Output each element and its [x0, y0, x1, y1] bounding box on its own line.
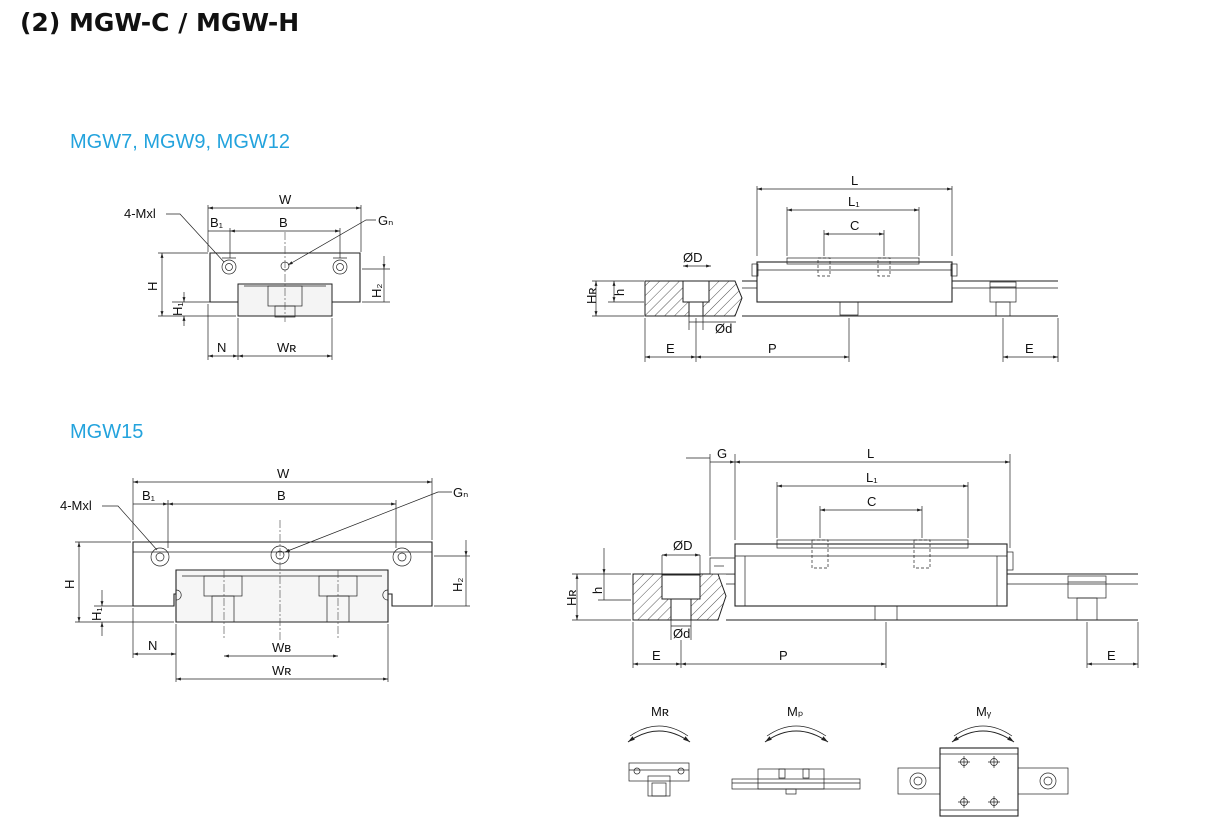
dim-P-large: P	[779, 648, 788, 663]
moment-MY-label: Mᵧ	[976, 704, 992, 719]
dim-WB: Wʙ	[272, 640, 291, 655]
dim-H: H	[145, 282, 160, 291]
dim-H1: H₁	[170, 302, 185, 316]
dim-L1-large: L₁	[866, 470, 878, 485]
dim-E-right-large: E	[1107, 648, 1116, 663]
dim-H2: H₂	[369, 284, 384, 298]
dim-phid: Ød	[715, 321, 732, 336]
moment-MP-icon	[731, 768, 861, 795]
dim-C: C	[850, 218, 859, 233]
dim-H-large: H	[62, 580, 77, 589]
dim-B1-large: B₁	[142, 488, 156, 503]
dim-H2-large: H₂	[450, 578, 465, 592]
dim-h-large: h	[590, 587, 605, 594]
large-side-view: G L L₁ C ØD Ød Hʀ h	[564, 446, 1139, 668]
dim-B: B	[279, 215, 288, 230]
dim-H1-large: H₁	[89, 607, 104, 621]
dim-h: h	[612, 289, 627, 296]
dim-W: W	[279, 192, 292, 207]
dim-B1: B₁	[210, 215, 224, 230]
moment-MP-label: Mₚ	[787, 704, 803, 719]
dim-phiD-large: ØD	[673, 538, 693, 553]
dim-L-large: L	[867, 446, 874, 461]
dim-W-large: W	[277, 466, 290, 481]
dim-N: N	[217, 340, 226, 355]
lbl-gn: Gₙ	[378, 213, 393, 228]
dim-N-large: N	[148, 638, 157, 653]
dim-phiD: ØD	[683, 250, 703, 265]
lbl-mxl: 4-Mxl	[124, 206, 156, 221]
large-front-view: W B₁ B 4-Mxl Gₙ H H₁ H₂ N	[60, 466, 470, 682]
section-title-large: MGW15	[70, 421, 144, 443]
dim-HR-large: Hʀ	[564, 590, 579, 606]
small-front-view: W B B₁ 4-Mxl Gₙ H H₁ H₂ N	[124, 192, 393, 360]
dim-E-left-large: E	[652, 648, 661, 663]
section-title-small: MGW7, MGW9, MGW12	[70, 131, 290, 153]
dim-E-right: E	[1025, 341, 1034, 356]
dim-G: G	[717, 446, 727, 461]
dim-WR-large: Wʀ	[272, 663, 291, 678]
dim-P: P	[768, 341, 777, 356]
dim-B-large: B	[277, 488, 286, 503]
dim-HR: Hʀ	[584, 288, 599, 304]
dim-phid-large: Ød	[673, 626, 690, 641]
moment-MR-icon	[628, 762, 690, 797]
small-side-view: L L₁ C ØD Ød Hʀ h E P	[584, 173, 1059, 362]
moment-MY-icon	[897, 747, 1069, 817]
dim-WR: Wʀ	[277, 340, 296, 355]
dim-L1: L₁	[848, 194, 860, 209]
dim-L: L	[851, 173, 858, 188]
moment-icons: Mʀ Mₚ Mᵧ	[627, 704, 1069, 817]
moment-MR-label: Mʀ	[651, 704, 669, 719]
dim-E-left: E	[666, 341, 675, 356]
lbl-gn-large: Gₙ	[453, 485, 468, 500]
page-title: (2) MGW-C / MGW-H	[20, 8, 300, 37]
dim-C-large: C	[867, 494, 876, 509]
lbl-mxl-large: 4-Mxl	[60, 498, 92, 513]
